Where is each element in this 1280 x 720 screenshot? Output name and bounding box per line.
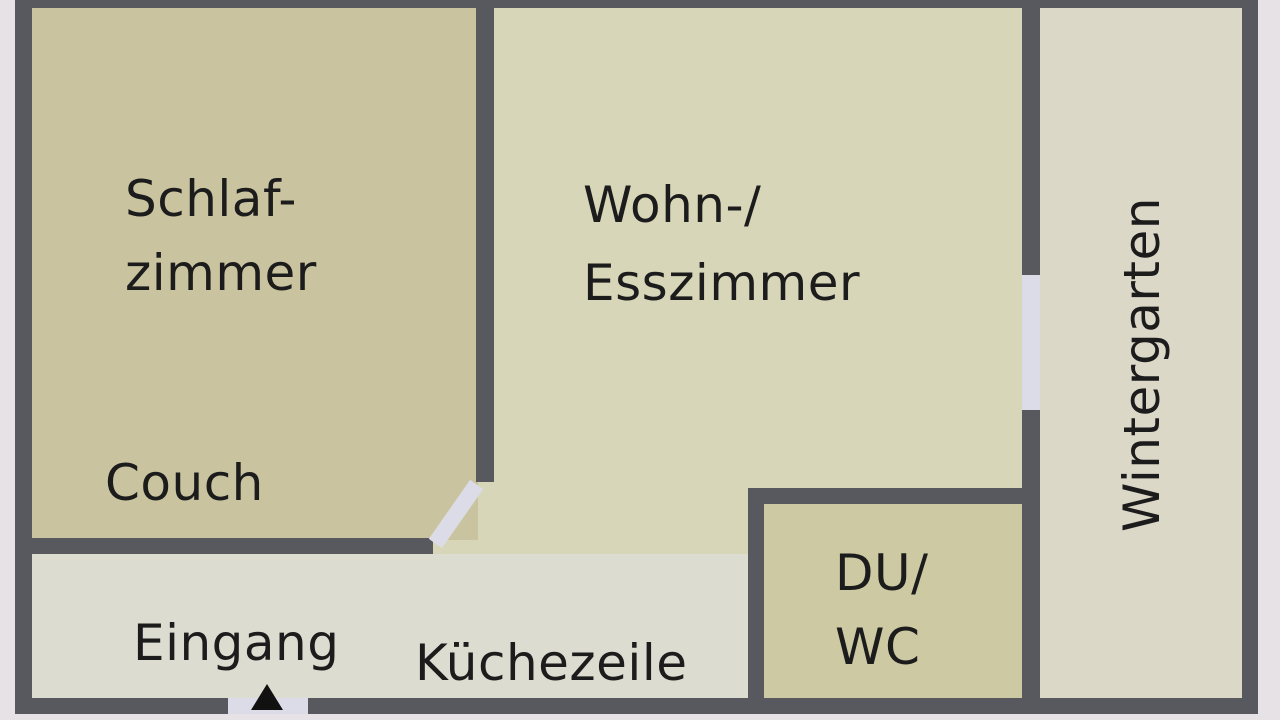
wintergarden-fill: [1040, 8, 1242, 698]
bathroom-label-line1: DU/: [835, 544, 929, 602]
outer-wall-bottom-right: [308, 698, 1258, 714]
wintergarden-wall-lower: [1022, 410, 1040, 714]
hallway-fill: [32, 554, 748, 698]
living-room-label-line1: Wohn-/: [583, 176, 762, 234]
bedroom-label-line2: zimmer: [125, 244, 317, 302]
outer-wall-right: [1242, 0, 1258, 714]
entrance-arrow-icon: [251, 684, 283, 710]
bathroom-fill: [764, 504, 1022, 698]
outer-wall-top: [15, 0, 1258, 8]
outer-wall-bottom-left: [15, 698, 228, 714]
bathroom-wall-left: [748, 488, 764, 714]
wintergarden-wall-upper: [1022, 0, 1040, 275]
living-room-label-line2: Esszimmer: [583, 254, 861, 312]
entrance-label: Eingang: [133, 614, 340, 672]
bedroom-wall-bottom: [15, 538, 433, 554]
bathroom-wall-top: [748, 488, 1040, 504]
couch-label: Couch: [105, 454, 264, 512]
bedroom-label-line1: Schlaf-: [125, 170, 297, 228]
bedroom-wall-right: [476, 0, 494, 482]
bathroom-label-line2: WC: [835, 618, 921, 676]
wintergarden-door[interactable]: [1022, 275, 1040, 410]
bedroom-fill: [32, 8, 478, 540]
wintergarden-label: Wintergarten: [1113, 197, 1171, 532]
outer-wall-left: [15, 0, 32, 714]
kitchenette-label: Küchezeile: [415, 634, 688, 692]
